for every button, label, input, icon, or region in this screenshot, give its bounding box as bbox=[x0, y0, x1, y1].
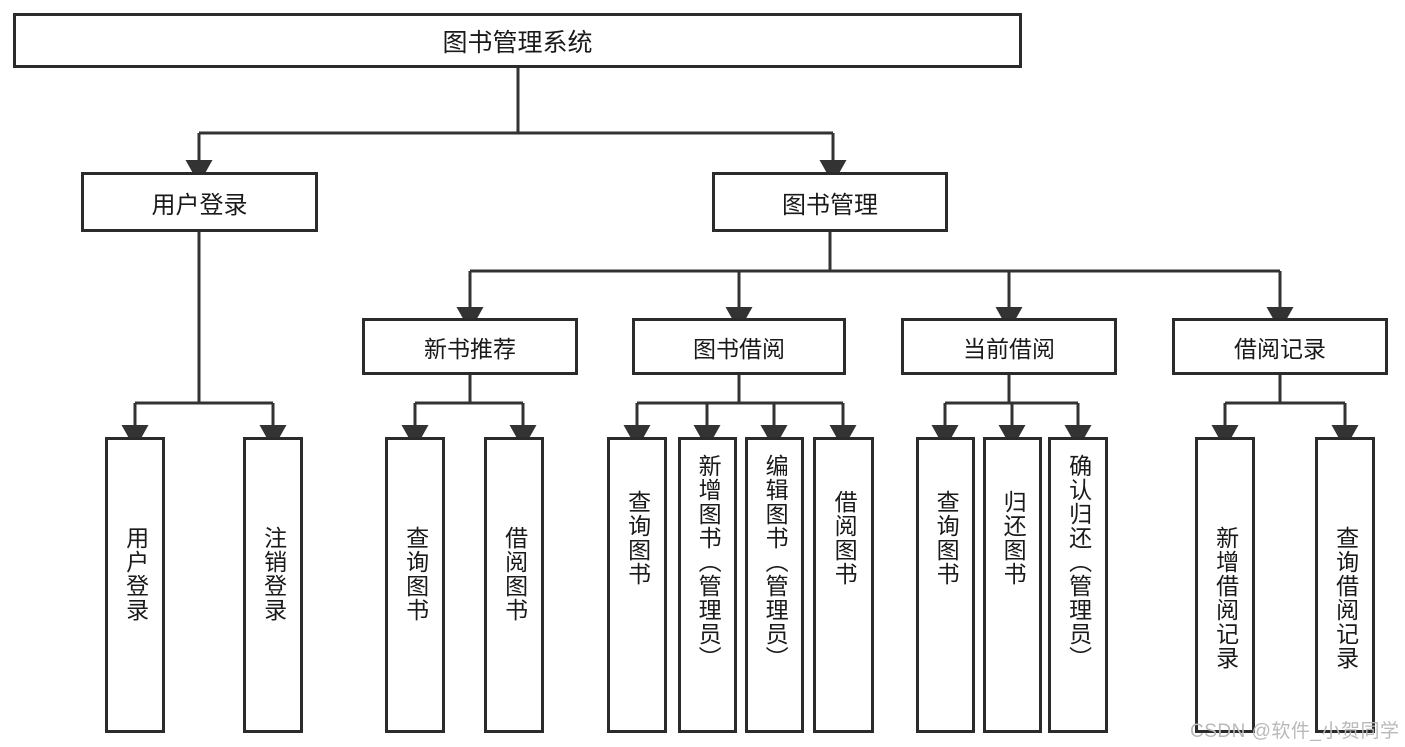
node-user-login[interactable]: 用户登录 bbox=[81, 172, 318, 232]
leaf-borrow-book-2[interactable]: 借阅图书 bbox=[813, 437, 874, 733]
leaf-add-record[interactable]: 新增借阅记录 bbox=[1195, 437, 1255, 733]
node-current-borrow-label: 当前借阅 bbox=[963, 335, 1055, 362]
leaf-confirm-return[interactable]: 确认归还（管理员） bbox=[1048, 437, 1108, 733]
node-root[interactable]: 图书管理系统 bbox=[13, 13, 1022, 68]
node-new-book-rec[interactable]: 新书推荐 bbox=[362, 318, 578, 375]
watermark: CSDN @软件_小贺同学 bbox=[1190, 721, 1400, 742]
leaf-query-book-2[interactable]: 查询图书 bbox=[607, 437, 667, 733]
leaf-add-book-label: 新增图书（管理员） bbox=[695, 454, 722, 670]
leaf-query-book-1[interactable]: 查询图书 bbox=[385, 437, 445, 733]
leaf-return-book[interactable]: 归还图书 bbox=[983, 437, 1042, 733]
node-book-borrow-label: 图书借阅 bbox=[693, 335, 785, 362]
node-new-book-rec-label: 新书推荐 bbox=[424, 335, 516, 362]
leaf-return-book-label: 归还图书 bbox=[1000, 490, 1027, 586]
node-book-manage[interactable]: 图书管理 bbox=[712, 172, 948, 232]
leaf-borrow-book-1-label: 借阅图书 bbox=[501, 526, 528, 622]
leaf-edit-book[interactable]: 编辑图书（管理员） bbox=[745, 437, 804, 733]
node-user-login-label: 用户登录 bbox=[151, 191, 248, 219]
leaf-add-record-label: 新增借阅记录 bbox=[1212, 526, 1239, 670]
leaf-confirm-return-label: 确认归还（管理员） bbox=[1065, 454, 1092, 670]
leaf-query-book-3-label: 查询图书 bbox=[933, 490, 960, 586]
leaf-query-book-3[interactable]: 查询图书 bbox=[916, 437, 975, 733]
leaf-add-book[interactable]: 新增图书（管理员） bbox=[678, 437, 737, 733]
node-book-manage-label: 图书管理 bbox=[782, 191, 878, 219]
node-borrow-record-label: 借阅记录 bbox=[1234, 335, 1326, 362]
node-root-label: 图书管理系统 bbox=[442, 28, 593, 57]
leaf-borrow-book-1[interactable]: 借阅图书 bbox=[484, 437, 544, 733]
leaf-user-login[interactable]: 用户登录 bbox=[105, 437, 165, 733]
node-book-borrow[interactable]: 图书借阅 bbox=[632, 318, 846, 375]
leaf-logout-label: 注销登录 bbox=[260, 526, 287, 622]
leaf-edit-book-label: 编辑图书（管理员） bbox=[762, 454, 789, 670]
node-current-borrow[interactable]: 当前借阅 bbox=[901, 318, 1117, 375]
node-borrow-record[interactable]: 借阅记录 bbox=[1172, 318, 1388, 375]
leaf-borrow-book-2-label: 借阅图书 bbox=[831, 490, 858, 586]
leaf-query-book-2-label: 查询图书 bbox=[624, 490, 651, 586]
leaf-query-record-label: 查询借阅记录 bbox=[1332, 526, 1359, 670]
leaf-user-login-label: 用户登录 bbox=[122, 526, 149, 622]
leaf-query-book-1-label: 查询图书 bbox=[402, 526, 429, 622]
leaf-logout[interactable]: 注销登录 bbox=[243, 437, 303, 733]
leaf-query-record[interactable]: 查询借阅记录 bbox=[1315, 437, 1375, 733]
